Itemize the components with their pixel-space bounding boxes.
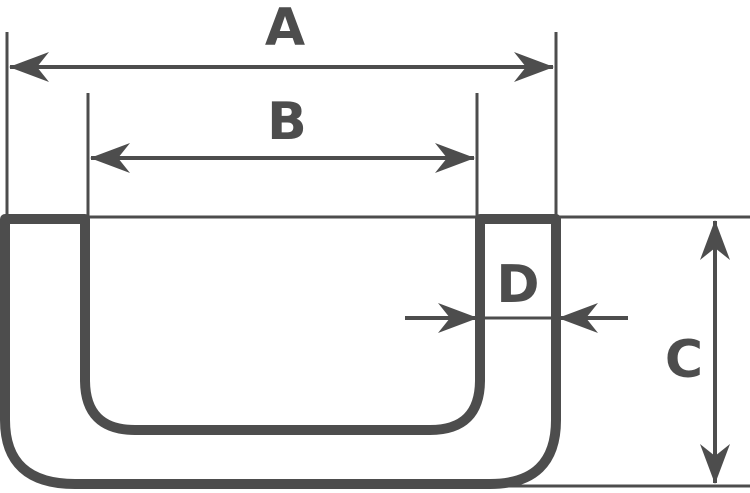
label-d: D bbox=[496, 255, 539, 315]
u-channel-profile bbox=[0, 214, 561, 489]
label-c: C bbox=[665, 330, 703, 390]
label-a: A bbox=[265, 0, 305, 58]
label-b: B bbox=[267, 92, 307, 152]
